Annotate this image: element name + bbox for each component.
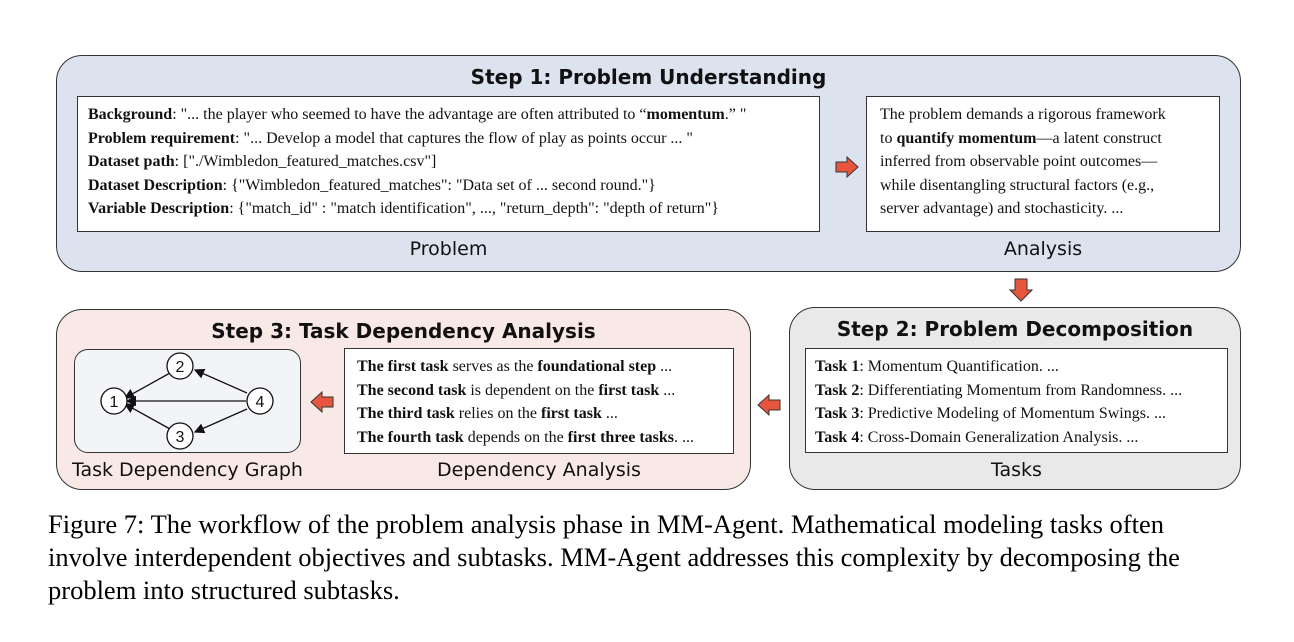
analysis-line-5: server advantage) and stochasticity. ... <box>880 200 1124 217</box>
task-item: Task 3: Predictive Modeling of Momentum … <box>815 402 1227 426</box>
dependency-text-end: ... <box>656 358 673 375</box>
tasks-box: Task 1: Momentum Quantification. ... Tas… <box>805 348 1228 453</box>
edge-4-2 <box>193 368 247 394</box>
analysis-box: The problem demands a rigorous framework… <box>866 96 1220 232</box>
background-text-end: .” " <box>724 106 747 123</box>
down-arrow-icon <box>1009 278 1033 302</box>
dependency-subject: The third task <box>357 405 455 422</box>
dependency-text-end: ... <box>659 381 676 399</box>
edge-2-1 <box>123 371 170 399</box>
edge-4-3 <box>193 407 247 433</box>
requirement-line: Problem requirement: "... Develop a mode… <box>88 127 819 151</box>
background-label: Background <box>88 106 173 123</box>
momentum-emph: momentum <box>646 106 725 123</box>
node-1-label: 1 <box>109 394 118 411</box>
node-1: 1 <box>99 386 128 415</box>
dataset-path-label: Dataset path <box>88 153 175 170</box>
problem-box: Background: "... the player who seemed t… <box>77 96 820 232</box>
node-4-label: 4 <box>255 394 264 411</box>
analysis-line-2: to quantify momentum—a latent construct <box>880 127 1219 151</box>
analysis-line-4: while disentangling structural factors (… <box>880 176 1155 194</box>
dependency-text-end: ... <box>601 405 618 422</box>
task-text: : Differentiating Momentum from Randomne… <box>859 381 1183 399</box>
task-label: Task 4 <box>815 428 860 446</box>
task-label: Task 2 <box>815 381 860 399</box>
node-3-label: 3 <box>175 429 184 446</box>
dependency-text: serves as the <box>448 358 538 375</box>
step1-title: Step 1: Problem Understanding <box>470 65 827 89</box>
left-arrow-icon <box>310 391 334 413</box>
variable-description-line: Variable Description: {"match_id" : "mat… <box>88 197 819 221</box>
task-label: Task 1 <box>815 358 860 375</box>
dependency-text-end: . ... <box>674 428 695 446</box>
task-text: : Momentum Quantification. ... <box>859 358 1059 375</box>
figure-caption: Figure 7: The workflow of the problem an… <box>48 509 1180 605</box>
task-item: Task 2: Differentiating Momentum from Ra… <box>815 379 1227 403</box>
dependency-target: first task <box>598 381 660 399</box>
dependency-subject: The first task <box>357 358 449 375</box>
background-text: : "... the player who seemed to have the… <box>172 106 647 123</box>
dataset-path-text: : ["./Wimbledon_featured_matches.csv"] <box>174 153 437 170</box>
analysis-line-2-post: —a latent construct <box>1036 129 1162 147</box>
dependency-subject: The second task <box>357 381 467 399</box>
right-arrow-icon <box>835 156 859 178</box>
dependency-target: first three tasks <box>567 428 675 446</box>
dependency-graph-box: 1 2 3 4 <box>74 349 301 453</box>
requirement-text: : "... Develop a model that captures the… <box>235 129 693 147</box>
dataset-description-line: Dataset Description: {"Wimbledon_feature… <box>88 174 819 198</box>
dataset-description-text: : {"Wimbledon_featured_matches": "Data s… <box>222 176 656 194</box>
dataset-description-label: Dataset Description <box>88 176 223 194</box>
node-2: 2 <box>165 351 194 380</box>
dependency-analysis-box: The first task serves as the foundationa… <box>344 348 734 454</box>
dependency-target: first task <box>541 405 602 422</box>
background-line: Background: "... the player who seemed t… <box>88 103 819 127</box>
dataset-path-line: Dataset path: ["./Wimbledon_featured_mat… <box>88 150 819 174</box>
dependency-text: depends on the <box>463 428 568 446</box>
dependency-item: The second task is dependent on the firs… <box>357 379 733 403</box>
task-text: : Cross-Domain Generalization Analysis. … <box>859 428 1139 446</box>
task-label: Task 3 <box>815 405 860 422</box>
node-4: 4 <box>245 386 274 415</box>
edge-3-1 <box>123 402 170 430</box>
step3-title: Step 3: Task Dependency Analysis <box>211 319 596 343</box>
analysis-caption: Analysis <box>1003 238 1083 260</box>
left-arrow-icon <box>757 394 781 416</box>
dependency-graph: 1 2 3 4 <box>99 351 274 450</box>
task-item: Task 4: Cross-Domain Generalization Anal… <box>815 426 1227 450</box>
quantify-momentum-emph: quantify momentum <box>896 129 1037 147</box>
analysis-line-3: inferred from observable point outcomes— <box>880 153 1158 170</box>
dependency-target: foundational step <box>537 358 657 375</box>
node-2-label: 2 <box>175 359 184 376</box>
task-text: : Predictive Modeling of Momentum Swings… <box>859 405 1166 422</box>
problem-caption: Problem <box>409 238 488 260</box>
analysis-line-1: The problem demands a rigorous framework <box>880 106 1166 123</box>
analysis-line-2-pre: to <box>880 129 897 147</box>
variable-description-text: : {"match_id" : "match identification", … <box>229 200 719 217</box>
dependency-item: The third task relies on the first task … <box>357 402 733 426</box>
dependency-caption: Dependency Analysis <box>437 459 641 481</box>
step2-title: Step 2: Problem Decomposition <box>836 317 1194 341</box>
variable-description-label: Variable Description <box>88 200 230 217</box>
dependency-text: relies on the <box>454 405 541 422</box>
node-3: 3 <box>165 421 194 450</box>
requirement-label: Problem requirement <box>88 129 236 147</box>
dependency-item: The first task serves as the foundationa… <box>357 355 733 379</box>
task-item: Task 1: Momentum Quantification. ... <box>815 355 1227 379</box>
dependency-subject: The fourth task <box>357 428 464 446</box>
graph-caption: Task Dependency Graph <box>72 459 303 481</box>
dependency-text: is dependent on the <box>466 381 599 399</box>
tasks-caption: Tasks <box>991 459 1042 481</box>
dependency-item: The fourth task depends on the first thr… <box>357 426 733 450</box>
